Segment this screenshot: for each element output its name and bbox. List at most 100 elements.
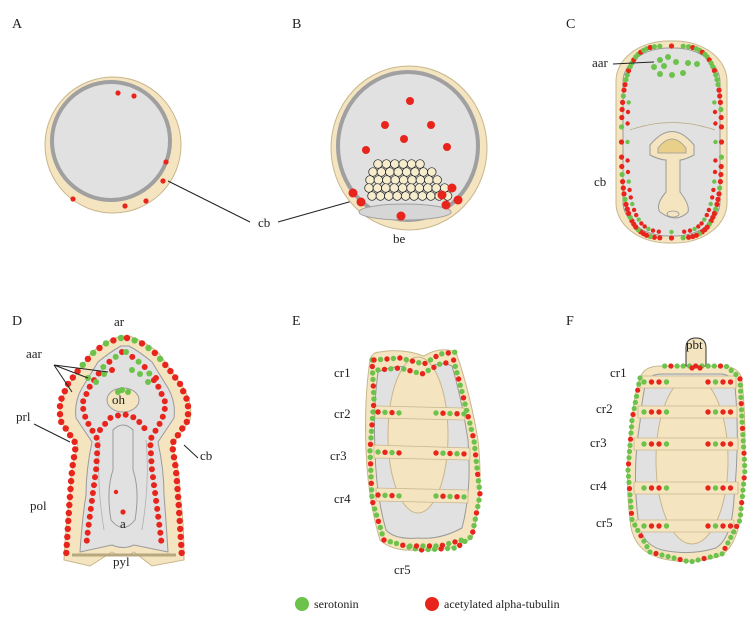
tubulin-dot [472,452,479,458]
label-cr5-f: cr5 [596,515,613,530]
serotonin-dot [370,389,377,396]
serotonin-dot [737,382,743,388]
legend: serotonin acetylated alpha-tubulin [295,597,560,611]
tubulin-dot [84,355,92,363]
tubulin-dot [131,93,137,99]
tubulin-dot [454,411,460,417]
serotonin-dot [628,430,634,436]
cell-cluster [364,159,453,201]
tubulin-dot [407,368,413,374]
tubulin-dot [722,545,728,551]
tubulin-dot [179,425,186,432]
tubulin-dot [426,543,433,549]
serotonin-dot [473,458,479,465]
cell-dot [364,183,374,193]
tubulin-dot [67,485,74,493]
serotonin-dot [685,60,691,66]
serotonin-dot [731,529,737,535]
tubulin-dot [83,391,90,397]
larva-a-dots [70,90,169,209]
tubulin-dot [107,414,114,421]
tubulin-dot [453,195,463,205]
tubulin-dot [159,413,166,420]
serotonin-dot [632,522,638,528]
larva-c-fold [629,122,716,131]
serotonin-dot [452,363,458,370]
cell-dot [398,175,409,185]
tubulin-dot [120,509,126,515]
cell-dot [400,191,411,201]
serotonin-dot [368,474,374,480]
cell-dot [409,191,419,201]
serotonin-dot [715,82,721,88]
label-cr5-e: cr5 [394,562,411,577]
larva-c-stomach-top [657,138,687,154]
tubulin-dot [720,441,726,447]
tubulin-dot [710,195,715,200]
tubulin-dot [93,466,100,473]
tubulin-dot [454,494,460,500]
leader-cb-b [277,199,357,223]
tubulin-dot [727,379,734,385]
tubulin-dot [370,499,376,506]
serotonin-dot [644,544,650,550]
tubulin-dot [697,365,703,371]
tubulin-dot [115,90,121,96]
tubulin-dot [68,469,76,477]
serotonin-dot [739,419,745,425]
tubulin-dot [156,521,163,528]
tubulin-dot [63,549,70,557]
tubulin-dot [626,210,632,216]
larva-c-aar-dots [651,54,700,78]
serotonin-dot [669,72,675,78]
tubulin-dot [147,450,154,457]
tubulin-dot [95,370,102,377]
tubulin-dot [739,425,746,431]
tubulin-dot [668,43,675,49]
tubulin-dot [143,198,149,204]
serotonin-dot [674,363,680,369]
cell-dot [382,175,392,185]
tubulin-dot [627,187,632,193]
serotonin-dot [686,44,692,50]
serotonin-dot [125,389,131,395]
tubulin-dot [160,178,166,184]
tubulin-dot [648,485,655,491]
serotonin-dot [447,493,453,500]
serotonin-dot [680,235,686,241]
serotonin-dot [641,523,647,529]
serotonin-dot [632,399,639,405]
label-pol: pol [30,498,47,513]
tubulin-dot [157,529,164,536]
serotonin-dot [737,512,744,518]
larva-d-gut [108,424,138,528]
serotonin-dot [468,426,474,433]
serotonin-dot [401,366,407,372]
tubulin-dot [61,388,68,395]
tubulin-dot [711,210,718,216]
tubulin-dot [175,501,182,509]
serotonin-dot [461,494,467,500]
cell-dot [368,167,378,177]
serotonin-dot [705,363,711,369]
tubulin-dot [91,482,97,489]
tubulin-dot [620,99,626,105]
tubulin-dot [716,87,722,93]
label-be: be [393,231,406,246]
tubulin-dot [705,523,711,529]
serotonin-dot [659,552,665,558]
serotonin-dot [471,439,477,445]
larva-c-ring [618,43,725,241]
serotonin-dot [636,217,641,222]
serotonin-dot [620,93,626,99]
serotonin-dot [146,370,153,377]
serotonin-dot [708,201,713,207]
panel-letter-d: D [12,314,22,329]
tubulin-dot [656,409,662,415]
tubulin-dot [184,411,192,418]
tubulin-dot [65,517,72,525]
tubulin-dot [727,409,734,415]
serotonin-dot [626,100,631,105]
tubulin-dot [696,224,701,229]
